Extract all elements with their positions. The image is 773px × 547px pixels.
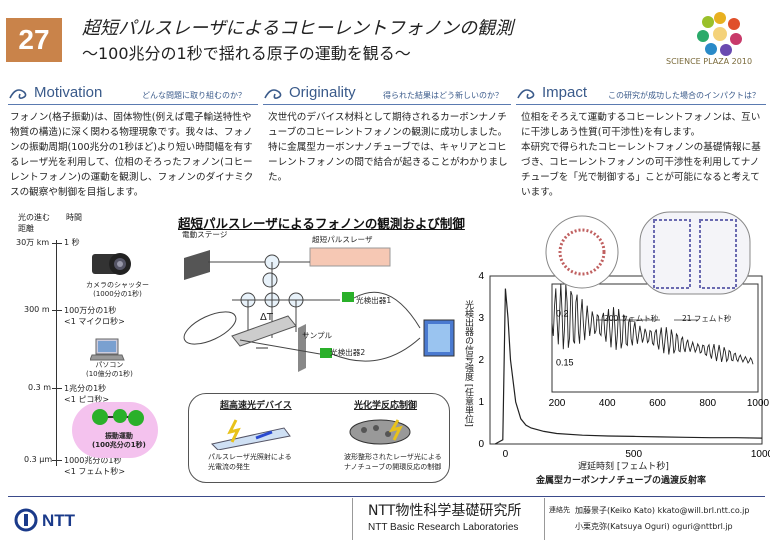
lab-name-jp: NTT物性科学基礎研究所	[368, 503, 522, 519]
section-question: この研究が成功した場合のインパクトは？	[608, 91, 760, 100]
camera-icon	[92, 253, 131, 275]
atoms-icon	[92, 409, 144, 426]
application-title: 超高速光デバイス	[220, 401, 292, 411]
section-question: どんな問題に取り組むのか？	[142, 91, 246, 100]
originality-head: Originality 得られた結果はどう新しいのか？	[263, 84, 511, 106]
inset-chart: 200 400 600 800 1000 0.15 0.2	[549, 283, 770, 409]
y-tick-label: 2	[478, 355, 484, 366]
timeline-item-label: パソコン (10億分の1秒)	[86, 361, 133, 378]
motivation-body: フォノン(格子振動)は、固体物性(例えば電子輸送特性や物質の構造)に深く関わる物…	[10, 112, 254, 198]
timeline-item-label: カメラのシャッター (1000分の1秒)	[86, 281, 149, 298]
timeline-time: 100万分の1秒 <1 マイクロ秒>	[64, 306, 125, 326]
application-title: 光化学反応制御	[354, 401, 418, 411]
impact-head: Impact この研究が成功した場合のインパクトは？	[516, 84, 766, 106]
lab-name-en: NTT Basic Research Laboratories	[368, 522, 519, 533]
inset-x-tick-label: 200	[549, 398, 566, 409]
detector1-label: 光検出器1	[356, 296, 392, 305]
inset-annotation: 200 フェムト秒	[604, 314, 659, 323]
delta-t-label: ΔT	[260, 312, 273, 323]
y-tick-label: 1	[478, 397, 484, 408]
impact-body: 位相をそろえて運動するコヒーレントフォノンは、互いに干渉しあう性質(可干渉性)を…	[521, 112, 761, 198]
nanotube-cross-section-image	[545, 215, 619, 289]
contact-line: 加藤景子(Keiko Kato) kkato@will.brl.ntt.co.j…	[575, 506, 750, 515]
timeline-distance: 300 m	[24, 305, 50, 314]
science-plaza-logo	[697, 12, 742, 56]
timeline-distance: 0.3 m	[28, 383, 52, 392]
y-tick-label: 3	[478, 313, 484, 324]
inset-x-tick-label: 400	[599, 398, 616, 409]
detector2-label: 光検出器2	[330, 348, 366, 357]
contact-line: 小栗克弥(Katsuya Oguri) oguri@nttbrl.jp	[575, 522, 733, 531]
nanotube-structure-image	[639, 211, 751, 295]
timeline-time: 1兆分の1秒 <1 ピコ秒>	[64, 384, 110, 404]
reflectivity-chart: 0 1 2 3 4 0 500 1000 200 400 600 800 1000 0.15 0.2	[478, 211, 770, 460]
timeline-col-time: 時間	[66, 213, 82, 222]
stage-label: 電動ステージ	[182, 230, 228, 239]
setup-diagram	[183, 247, 455, 372]
timeline-time: 1 秒	[64, 238, 80, 247]
y-tick-label: 0	[478, 439, 484, 450]
reflectivity-series-line	[494, 288, 763, 445]
swirl-icon	[9, 89, 27, 99]
x-tick-label: 0	[503, 449, 509, 460]
swirl-icon	[264, 89, 282, 99]
application-text: パルスレーザ光照射による 光電流の発生	[208, 453, 292, 471]
diagram-title: 超短パルスレーザによるフォノンの観測および制御	[178, 216, 465, 231]
laser-label: 超短パルスレーザ	[312, 235, 373, 244]
x-tick-label: 500	[625, 449, 642, 460]
application-text: 波形整形されたレーザ光による ナノチューブの開環反応の制御	[344, 453, 442, 471]
section-question: 得られた結果はどう新しいのか？	[383, 91, 503, 100]
inset-x-tick-label: 800	[699, 398, 716, 409]
inset-x-tick-label: 1000	[747, 398, 770, 409]
logo-text: SCIENCE PLAZA 2010	[666, 57, 753, 66]
chart-xlabel: 遅延時刻 [フェムト秒]	[578, 462, 669, 472]
timeline-time: 1000兆分の1秒 <1 フェムト秒>	[64, 456, 126, 476]
motivation-head: Motivation どんな問題に取り組むのか？	[8, 84, 258, 106]
nanotube-icon	[349, 419, 411, 445]
poster-number: 27	[6, 18, 62, 62]
device-icon	[211, 419, 291, 450]
swirl-icon	[517, 89, 535, 99]
ntt-logo: NTT	[14, 508, 76, 532]
chart-ylabel: 光検出器の信号強度 [任意単位]	[463, 300, 473, 427]
x-tick-label: 1000	[751, 449, 770, 460]
inset-x-tick-label: 600	[649, 398, 666, 409]
inset-annotation: 21 フェムト秒	[682, 314, 732, 323]
timeline-axis	[56, 240, 57, 466]
inset-y-tick-label: 0.15	[556, 358, 574, 368]
contact-heading: 連絡先	[549, 506, 570, 514]
section-name: Impact	[542, 84, 588, 101]
timeline-distance: 30万 km	[16, 238, 50, 247]
inset-series-line	[551, 283, 754, 365]
section-name: Originality	[289, 84, 356, 101]
inset-y-tick-label: 0.2	[556, 308, 569, 318]
page-subtitle: ～100兆分の1秒で揺れる原子の運動を観る～	[82, 44, 411, 63]
timeline-item-label: 振動運動 (100兆分の1秒)	[92, 432, 146, 449]
page-title: 超短パルスレーザによるコヒーレントフォノンの観測	[82, 18, 514, 39]
company-name: NTT	[42, 511, 76, 530]
chart-caption: 金属型カーボンナノチューブの過渡反射率	[536, 476, 707, 486]
laptop-icon	[90, 338, 125, 361]
y-tick-label: 4	[478, 271, 484, 282]
footer-divider	[8, 496, 765, 497]
section-name: Motivation	[34, 84, 103, 101]
timeline-distance: 0.3 μm	[24, 455, 53, 464]
originality-body: 次世代のデバイス材料として期待されるカーボンナノチューブのコヒーレントフォノンの…	[268, 112, 508, 183]
timeline-col-distance: 光の進む 距離	[18, 213, 50, 233]
sample-label: サンプル	[302, 331, 333, 340]
